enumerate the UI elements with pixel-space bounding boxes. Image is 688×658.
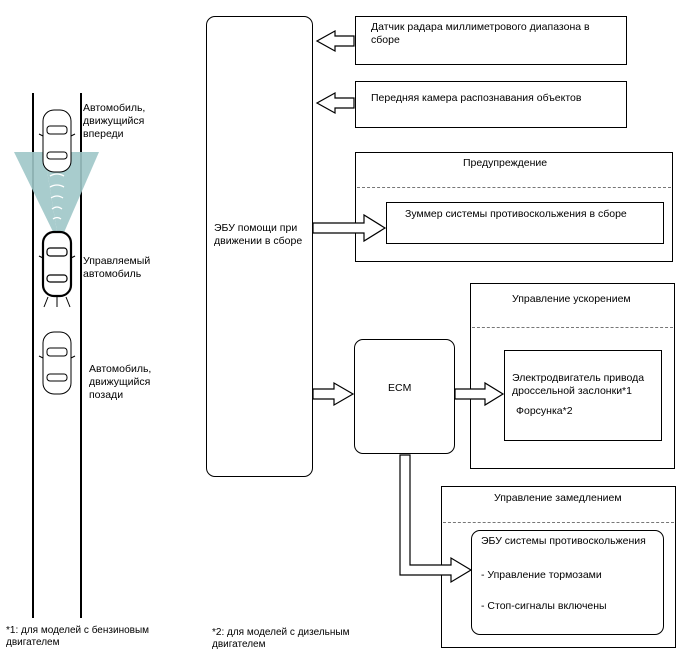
car-behind-icon <box>38 331 76 395</box>
car-ahead-icon <box>38 109 76 173</box>
front-camera-label: Передняя камера распознавания объектов <box>371 92 582 104</box>
ecu-to-buzzer-arrow <box>312 213 387 243</box>
stoplights-label: - Стоп-сигналы включены <box>481 600 607 612</box>
ecm-to-actuator-arrow <box>454 381 505 407</box>
camera-to-ecu-arrow <box>315 91 355 115</box>
driving-assist-ecu-box <box>206 16 313 477</box>
skid-control-ecu-label: ЭБУ системы противоскольжения <box>481 535 646 547</box>
ecm-label: ECM <box>388 382 412 394</box>
radar-cone <box>44 152 99 244</box>
ecm-to-skid-control-arrow <box>399 454 473 584</box>
radar-sensor-label: Датчик радара миллиметрового диапазона в… <box>371 21 590 46</box>
footnote-2: *2: для моделей с дизельным двигателем <box>212 627 350 650</box>
ecu-to-ecm-arrow <box>312 381 355 407</box>
front-camera-box <box>355 81 627 128</box>
footnote-1: *1: для моделей с бензиновым двигателем <box>6 625 150 648</box>
buzzer-box <box>386 202 664 244</box>
warning-divider <box>357 187 671 188</box>
ecm-box <box>354 339 455 454</box>
vehicle-ahead-label: Автомобиль, движущийся впереди <box>83 102 146 140</box>
driving-assist-ecu-label: ЭБУ помощи при движении в сборе <box>214 222 303 247</box>
own-vehicle-label: Управляемый автомобиль <box>83 255 151 280</box>
deceleration-title: Управление замедлением <box>494 492 622 504</box>
injector-label: Форсунка*2 <box>516 405 573 417</box>
throttle-actuator-box <box>504 350 662 441</box>
motion-marks <box>43 296 71 308</box>
deceleration-divider <box>443 522 674 523</box>
own-car-icon <box>38 230 76 298</box>
acceleration-divider <box>472 327 673 328</box>
radar-sensor-box <box>355 16 627 65</box>
skid-control-ecu-box <box>471 530 664 635</box>
brake-control-label: - Управление тормозами <box>481 569 602 581</box>
throttle-actuator-label: Электродвигатель привода дроссельной зас… <box>512 372 645 397</box>
radar-to-ecu-arrow <box>315 29 355 53</box>
vehicle-behind-label: Автомобиль, движущийся позади <box>89 363 152 401</box>
buzzer-label: Зуммер системы противоскольжения в сборе <box>405 208 627 220</box>
warning-title: Предупреждение <box>463 157 548 169</box>
acceleration-title: Управление ускорением <box>512 293 631 305</box>
radar-cone-left <box>14 152 59 244</box>
